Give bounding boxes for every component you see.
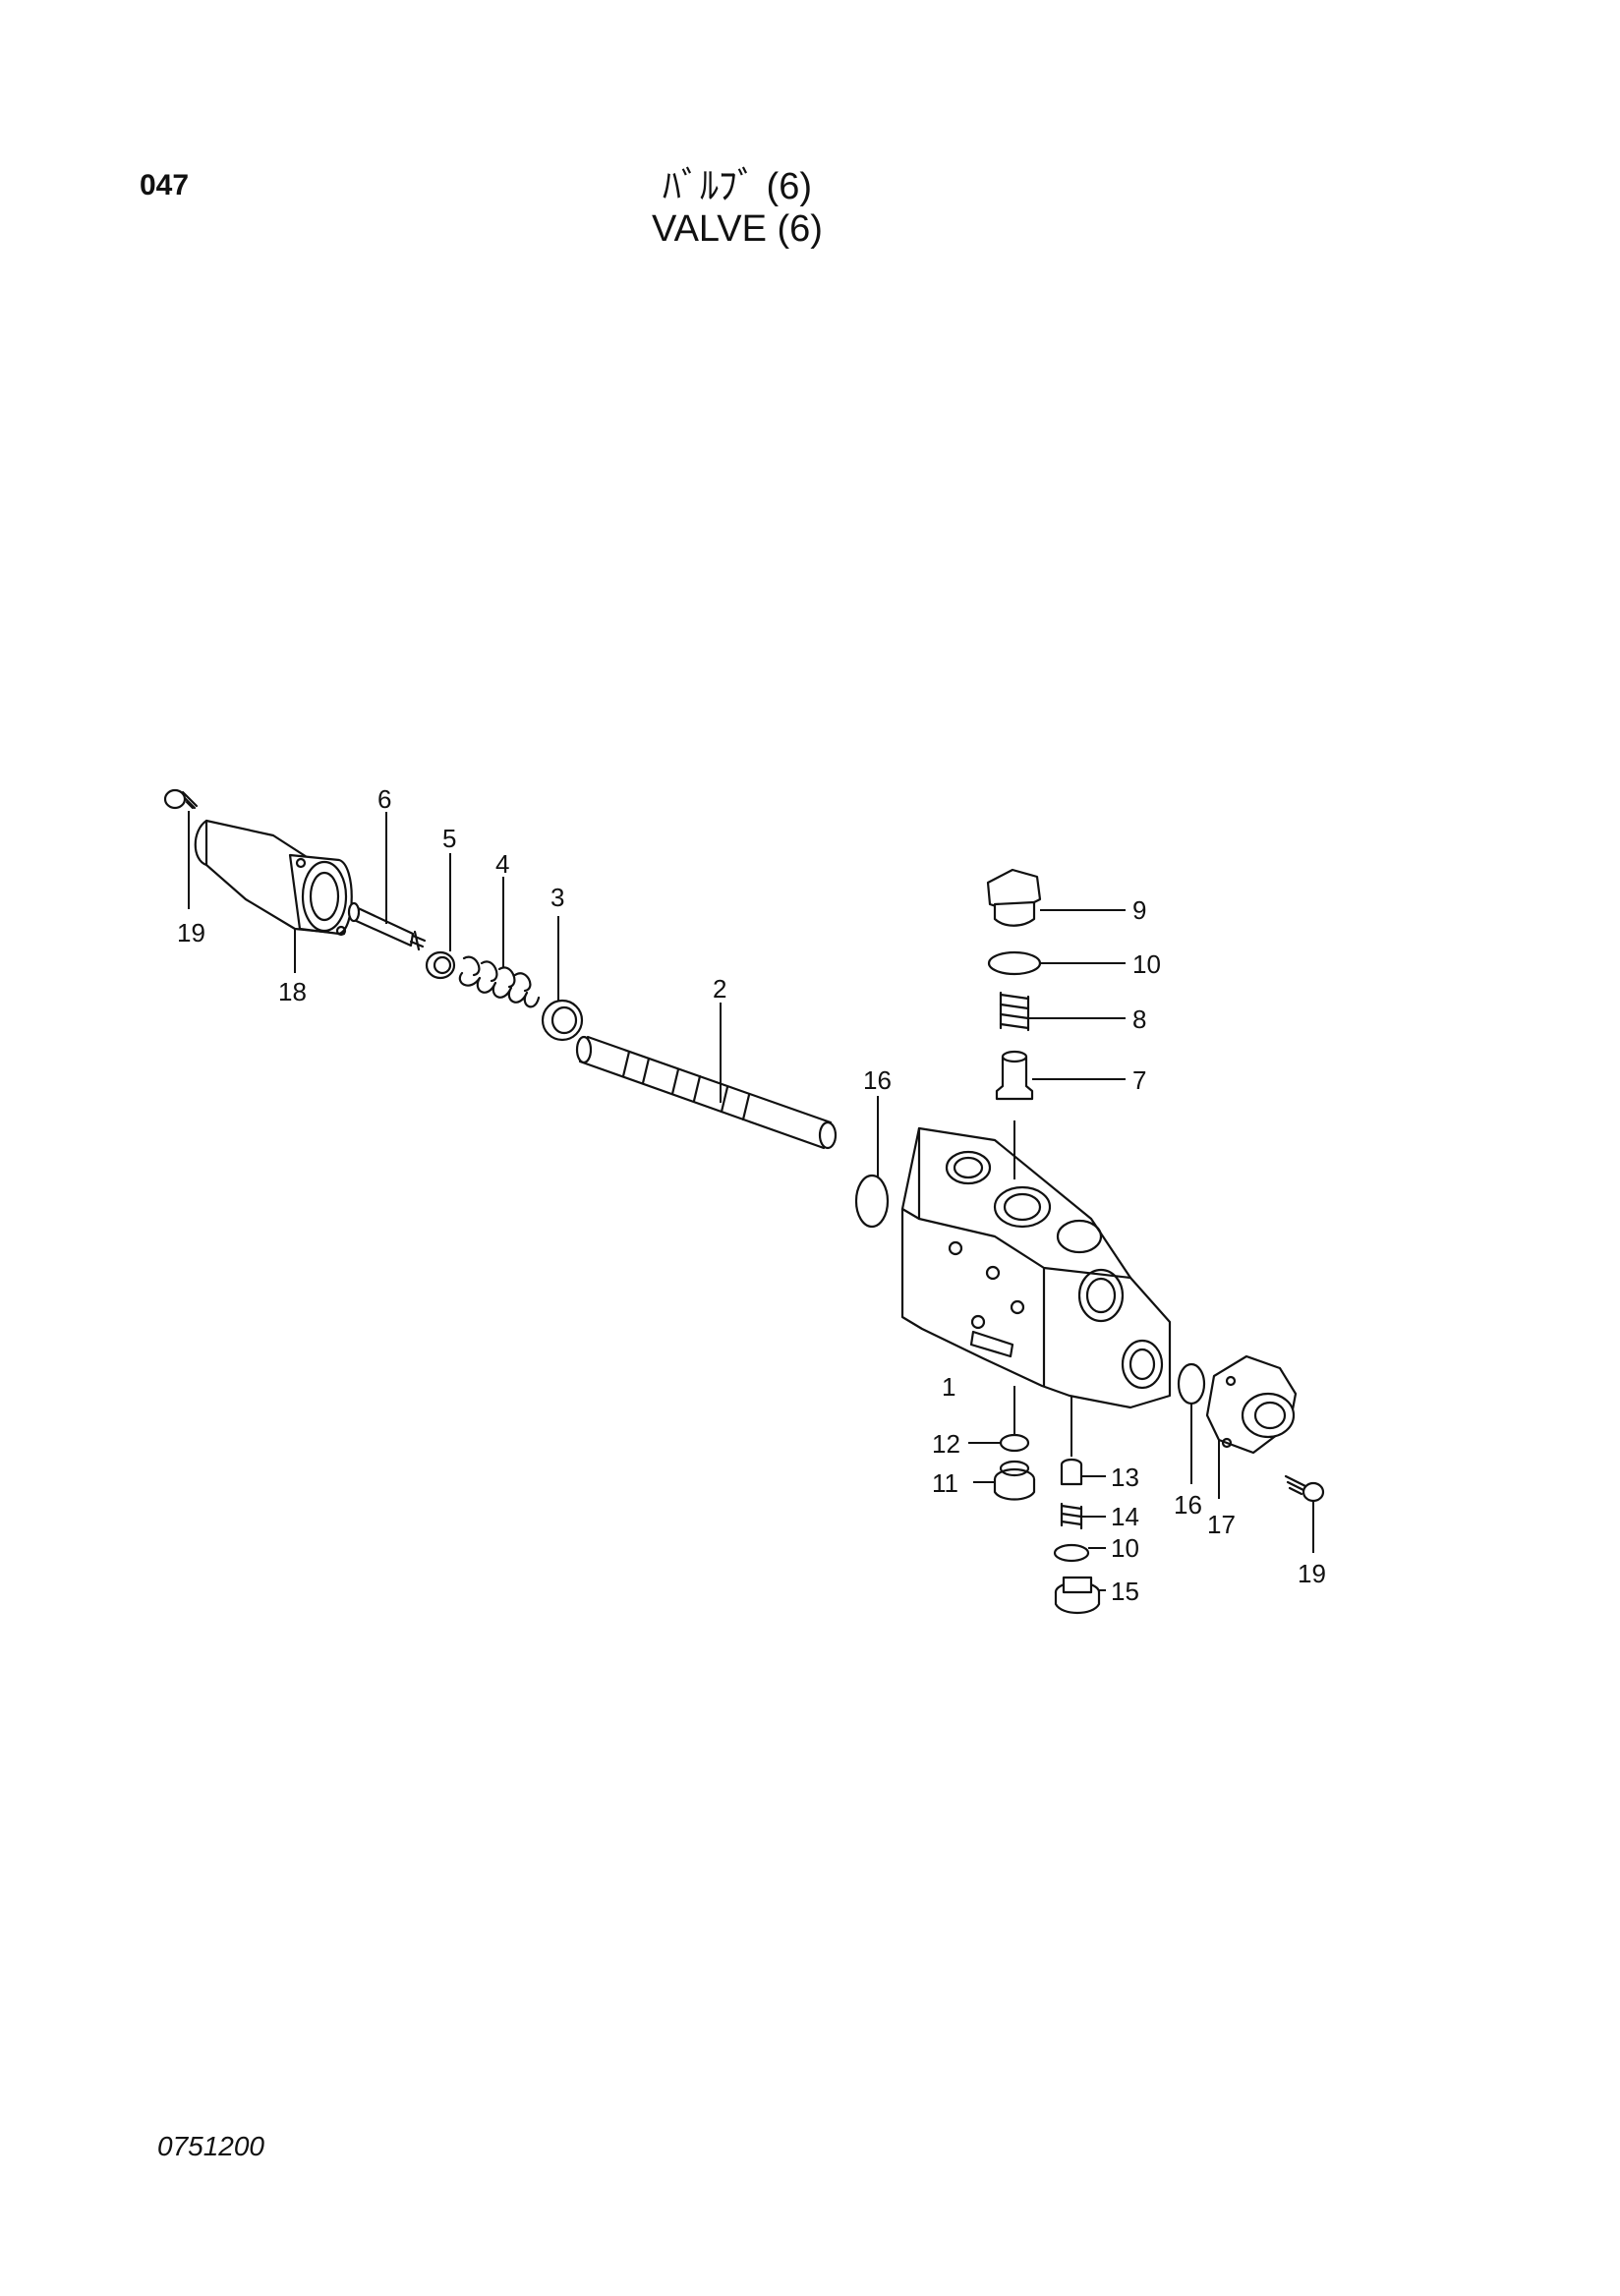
part-14-small-spring: [1060, 1502, 1083, 1530]
callout-19-left: 19: [177, 918, 205, 947]
callout-labels: 19 18 6 5 4 3 2 16 1 9 10 8 7 12 11 13 1…: [177, 784, 1326, 1606]
callout-9: 9: [1132, 895, 1146, 925]
part-15-plug: [1054, 1576, 1101, 1615]
part-13-small-poppet: [1060, 1458, 1083, 1486]
part-16-oring-left: [854, 1174, 890, 1229]
callout-15: 15: [1111, 1577, 1139, 1606]
callout-13: 13: [1111, 1463, 1139, 1492]
callout-18: 18: [278, 977, 307, 1006]
part-2-spool: [575, 1035, 838, 1150]
part-19-bolt-right: [1284, 1474, 1325, 1503]
part-12-oring: [999, 1433, 1030, 1453]
part-11-plug: [993, 1460, 1036, 1501]
part-7-poppet: [995, 1050, 1034, 1101]
callout-5: 5: [442, 824, 456, 853]
part-9-plug: [986, 868, 1042, 927]
part-10-oring-top: [987, 950, 1042, 976]
footer-code: 0751200: [157, 2131, 265, 2161]
leader-lines: [188, 811, 1314, 1591]
callout-16-right: 16: [1174, 1490, 1202, 1520]
part-10-oring-bottom: [1053, 1543, 1090, 1563]
part-1-valve-body: [900, 1126, 1172, 1409]
callout-10-top: 10: [1132, 949, 1161, 979]
title-japanese: ﾊﾞﾙﾌﾞ (6): [662, 166, 812, 207]
part-8-spring: [999, 991, 1030, 1032]
callout-10-bottom: 10: [1111, 1533, 1139, 1563]
callout-11: 11: [932, 1468, 958, 1498]
callout-3: 3: [550, 883, 564, 912]
callout-14: 14: [1111, 1502, 1139, 1531]
callout-2: 2: [713, 974, 726, 1004]
part-17-cover: [1205, 1354, 1298, 1455]
callout-12: 12: [932, 1429, 960, 1459]
callout-19-right: 19: [1298, 1559, 1326, 1588]
part-3-ring: [541, 999, 584, 1042]
callout-4: 4: [495, 849, 509, 879]
part-18-cover: [194, 819, 353, 937]
part-5-retainer: [425, 950, 456, 980]
callout-7: 7: [1132, 1065, 1146, 1095]
callout-1: 1: [942, 1372, 955, 1402]
title-english: VALVE (6): [652, 208, 823, 250]
part-19-bolt-left: [163, 788, 199, 810]
part-16-oring-right: [1177, 1362, 1206, 1406]
part-6-stem: [347, 901, 427, 951]
callout-8: 8: [1132, 1004, 1146, 1034]
callout-6: 6: [377, 784, 391, 814]
callout-16-left: 16: [863, 1065, 892, 1095]
page-number: 047: [140, 169, 190, 201]
callout-17: 17: [1207, 1510, 1236, 1539]
part-4-spring: [458, 955, 541, 1008]
